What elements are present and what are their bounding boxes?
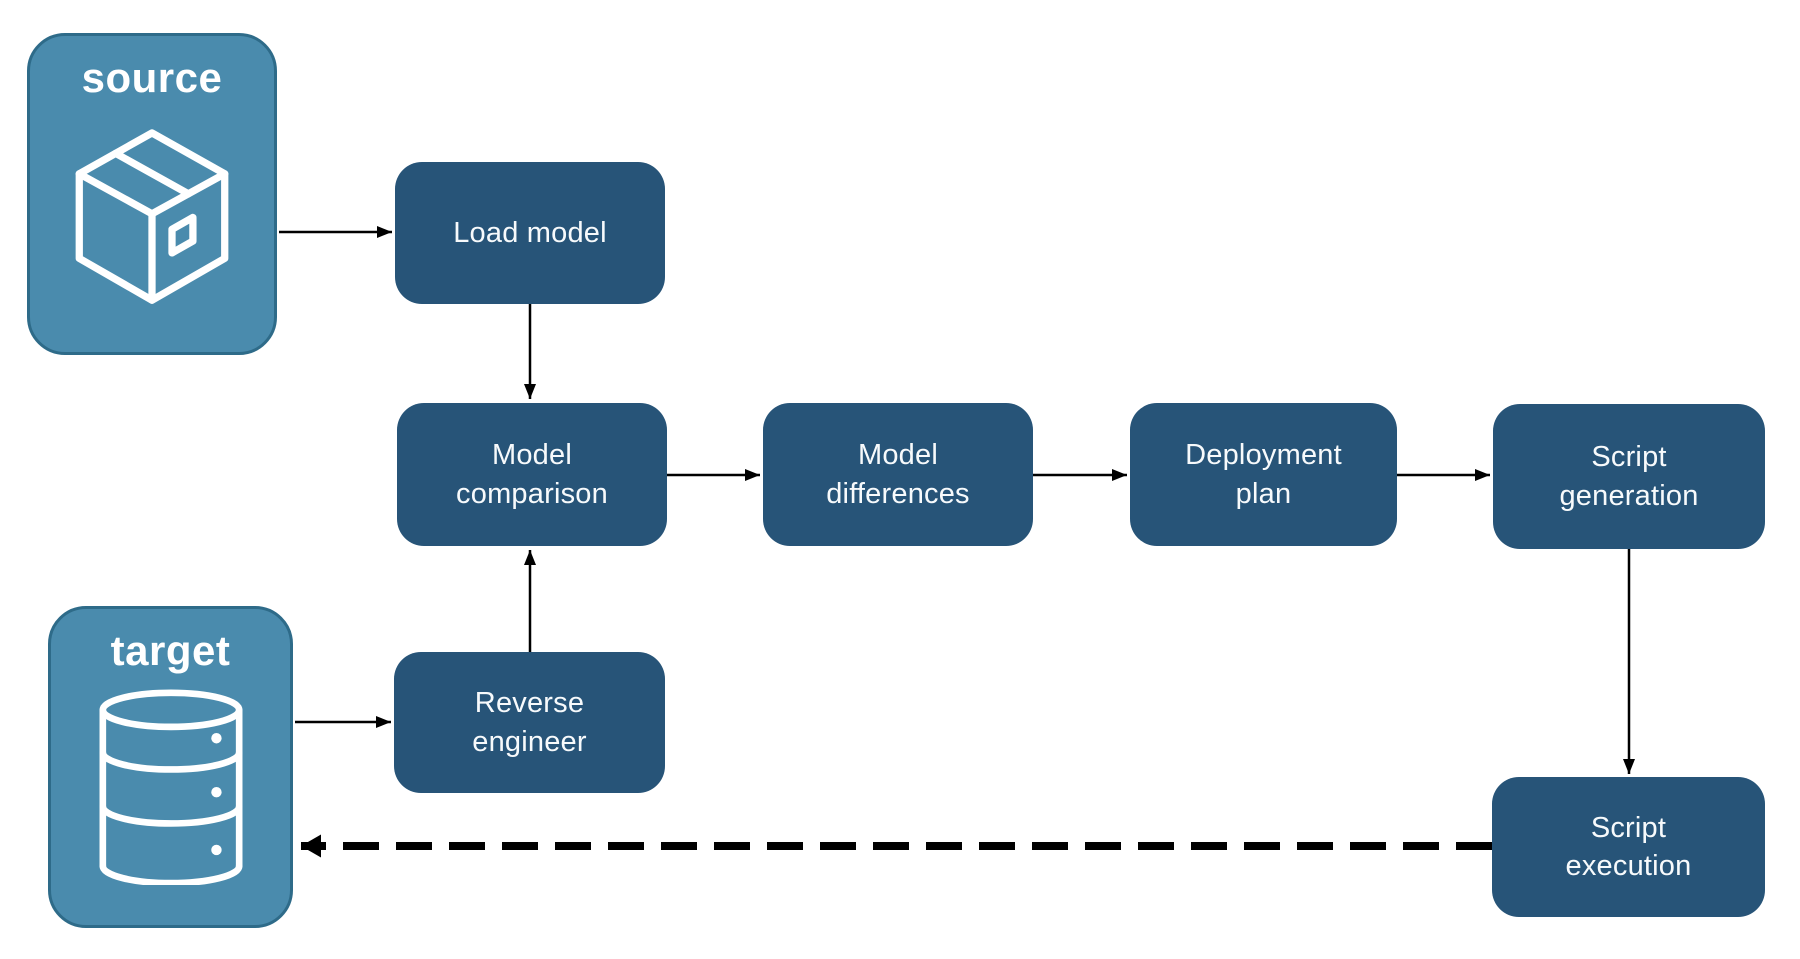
node-model-differences-label: Model differences — [826, 439, 970, 510]
node-model-comparison-label: Model comparison — [456, 439, 608, 510]
node-script-execution-label: Script execution — [1565, 811, 1692, 882]
node-model-comparison: Model comparison — [397, 403, 667, 546]
node-script-generation: Script generation — [1493, 404, 1765, 549]
node-deployment-plan-label: Deployment plan — [1185, 439, 1342, 510]
node-load-model-label: Load model — [453, 216, 607, 249]
node-reverse-engineer-label: Reverse engineer — [472, 687, 587, 758]
target-label: target — [110, 627, 231, 674]
source-label: source — [81, 54, 223, 101]
node-deployment-plan: Deployment plan — [1130, 403, 1397, 546]
database-icon — [99, 689, 242, 885]
node-script-execution: Script execution — [1492, 777, 1765, 917]
node-model-differences: Model differences — [763, 403, 1033, 546]
package-icon — [75, 129, 229, 304]
node-load-model: Load model — [395, 162, 665, 304]
node-script-generation-label: Script generation — [1559, 441, 1699, 512]
node-reverse-engineer: Reverse engineer — [394, 652, 665, 793]
endpoint-source: source — [27, 33, 277, 355]
endpoint-target: target — [48, 606, 293, 928]
